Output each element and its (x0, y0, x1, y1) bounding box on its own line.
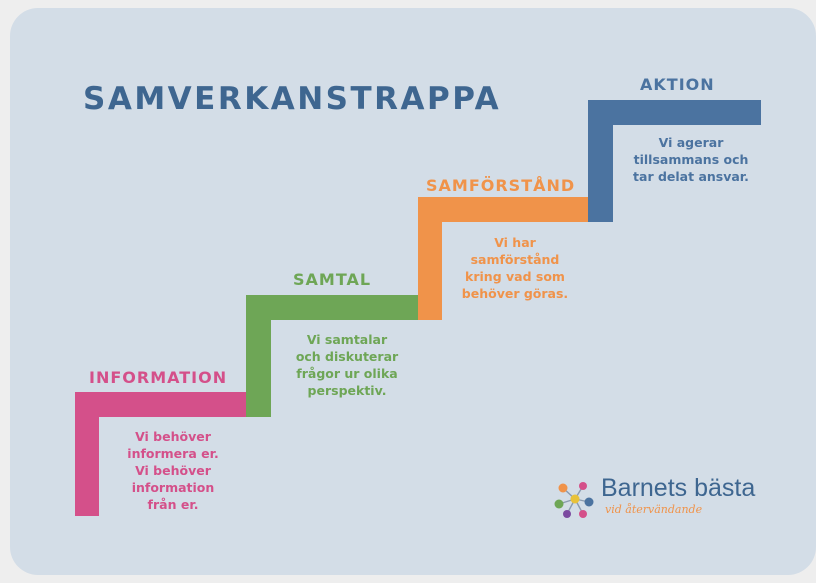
logo-dot-4 (584, 497, 594, 507)
step-aktion-line-1: Vi agerar tillsammans och tar delat ansv… (633, 135, 749, 184)
step-information-riser (75, 392, 99, 516)
logo-tagline: vid återvändande (605, 503, 703, 516)
step-information-tread (75, 392, 252, 417)
step-information-title: INFORMATION (89, 368, 228, 387)
logo-dot-1 (558, 483, 568, 493)
logo-dot-center (570, 494, 580, 504)
step-samforstand-line-1: Vi har samförstånd kring vad som behöver… (461, 235, 569, 301)
step-samtal-tread (246, 295, 423, 320)
step-samforstand-riser (418, 197, 442, 320)
logo-dot-6 (579, 510, 587, 518)
step-samtal-riser (246, 295, 271, 417)
logo-dot-3 (554, 499, 564, 509)
barnets-basta-logo: Barnets bästa vid återvändande (553, 474, 768, 520)
step-aktion-riser (588, 100, 613, 222)
step-samtal-title: SAMTAL (293, 270, 372, 289)
step-aktion-text: Vi agerar tillsammans och tar delat ansv… (621, 134, 761, 185)
step-aktion-tread (588, 100, 761, 125)
step-information-line-2: Vi behöver information från er. (131, 463, 215, 512)
step-samforstand-tread (418, 197, 594, 222)
step-aktion-title: AKTION (640, 75, 715, 94)
diagram-card: SAMVERKANSTRAPPA INFORMATION Vi behöver … (10, 8, 816, 575)
step-information-text: Vi behöver informera er. Vi behöver info… (113, 428, 233, 513)
step-samtal-line-1: Vi samtalar och diskuterar frågor ur oli… (295, 332, 399, 398)
step-samforstand-title: SAMFÖRSTÅND (426, 176, 576, 195)
step-samtal-text: Vi samtalar och diskuterar frågor ur oli… (285, 331, 409, 399)
logo-name: Barnets bästa (601, 474, 756, 502)
logo-dot-5 (563, 510, 571, 518)
diagram-title: SAMVERKANSTRAPPA (83, 81, 502, 117)
logo-dot-2 (579, 482, 587, 490)
logo-molecule-icon (554, 482, 594, 518)
step-information-line-1: Vi behöver informera er. (127, 429, 219, 461)
step-samforstand-text: Vi har samförstånd kring vad som behöver… (453, 234, 577, 302)
